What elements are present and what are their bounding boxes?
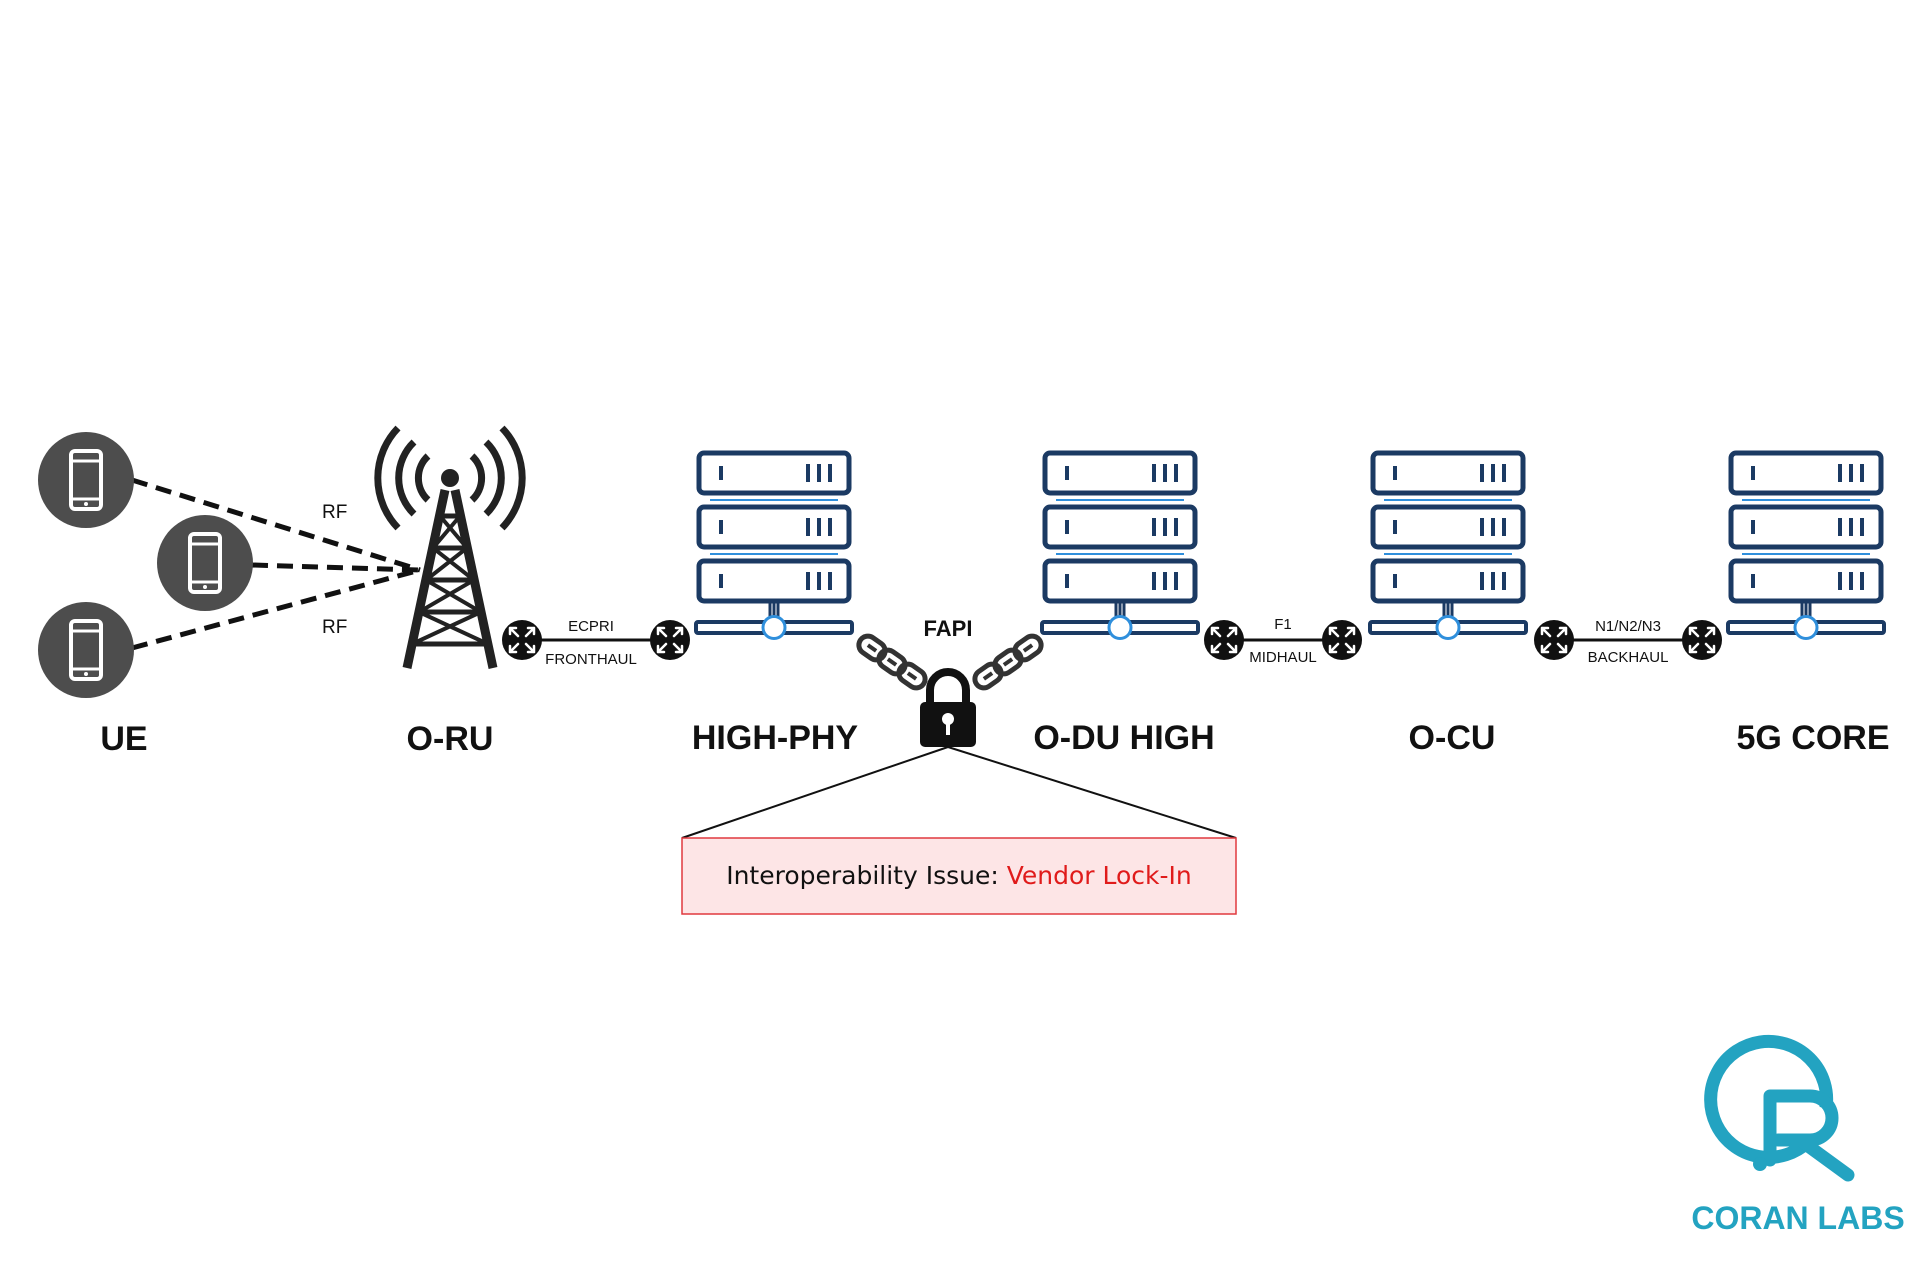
vendor-lockin-callout: Interoperability Issue: Vendor Lock-In	[681, 746, 1237, 915]
fronthaul-protocol-label: ECPRI	[568, 618, 614, 635]
backhaul-link: N1/N2/N3 BACKHAUL	[1532, 618, 1724, 666]
router-icon	[1532, 618, 1576, 662]
fronthaul-label: FRONTHAUL	[545, 651, 637, 668]
router-icon	[648, 618, 692, 662]
backhaul-protocol-label: N1/N2/N3	[1595, 618, 1661, 635]
callout-prefix: Interoperability Issue:	[726, 861, 1007, 890]
node-label-oru: O-RU	[407, 720, 494, 758]
midhaul-link: F1 MIDHAUL	[1202, 616, 1364, 666]
router-icon	[1320, 618, 1364, 662]
midhaul-label: MIDHAUL	[1249, 649, 1317, 666]
phone-icon	[155, 513, 255, 613]
phone-icon	[36, 430, 136, 530]
server-rack-icon	[1728, 453, 1884, 639]
brand-name: CORAN LABS	[1691, 1200, 1904, 1236]
node-label-5gcore: 5G CORE	[1736, 719, 1889, 757]
server-rack-icon	[696, 453, 852, 639]
node-label-highphy: HIGH-PHY	[692, 719, 859, 757]
node-label-ue: UE	[100, 720, 147, 758]
rf-links	[131, 477, 421, 651]
chain-icon	[855, 633, 1044, 692]
padlock-icon	[920, 668, 976, 747]
cell-tower-icon	[374, 425, 526, 669]
coran-logo-icon	[1704, 1034, 1855, 1182]
node-label-ocu: O-CU	[1409, 719, 1496, 757]
midhaul-protocol-label: F1	[1274, 616, 1292, 633]
router-icon	[1202, 618, 1246, 662]
rf-label: RF	[322, 502, 347, 523]
phone-icon	[36, 600, 136, 700]
router-icon	[500, 618, 544, 662]
fronthaul-link: ECPRI FRONTHAUL	[500, 618, 692, 668]
rf-label: RF	[322, 617, 347, 638]
fapi-label: FAPI	[924, 616, 973, 641]
backhaul-label: BACKHAUL	[1588, 649, 1669, 666]
router-icon	[1680, 618, 1724, 662]
callout-highlight: Vendor Lock-In	[1007, 861, 1192, 890]
svg-text:Interoperability Issue: Vendor: Interoperability Issue: Vendor Lock-In	[726, 861, 1192, 890]
server-rack-icon	[1370, 453, 1526, 639]
server-rack-icon	[1042, 453, 1198, 639]
node-label-oduhigh: O-DU HIGH	[1033, 719, 1214, 757]
